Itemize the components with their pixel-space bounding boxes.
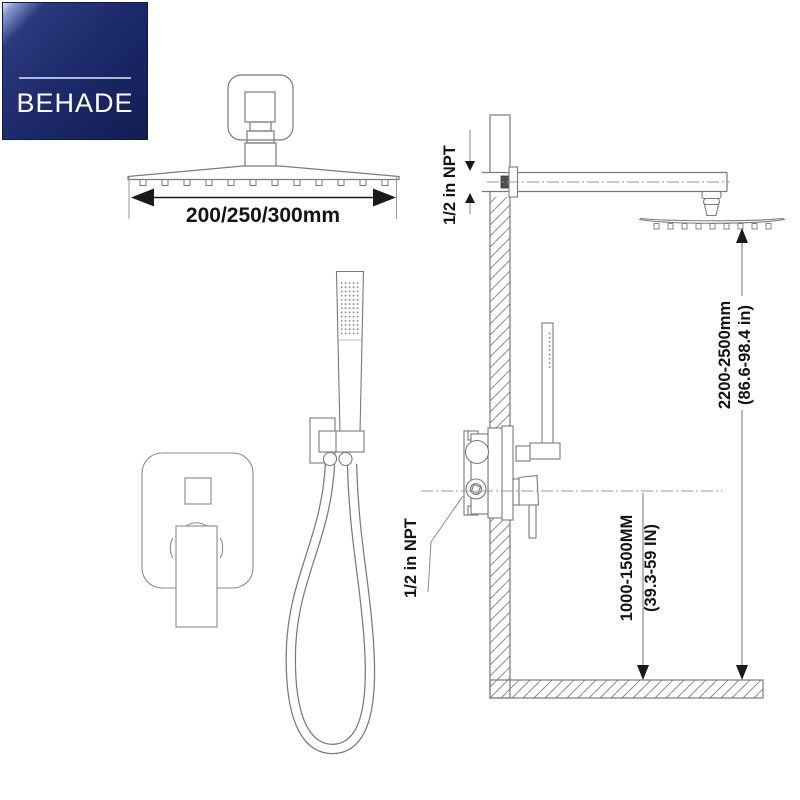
head-height-label-mm: 2200-2500mm [716,301,734,409]
hand-shower-holder [318,430,365,453]
valve-thread-callout: 1/2 in NPT [402,495,464,598]
arm-thread-label: 1/2 in NPT [441,145,459,225]
brand-logo: BEHADE [2,2,148,140]
diverter-button [184,477,212,505]
front-rain-shower-head [127,74,400,186]
side-handle-body [518,474,540,506]
logo-text: BEHADE [16,88,134,118]
handle-pivot-right [219,537,224,559]
hose-nut-right [338,451,353,467]
mixer-handle [175,525,218,628]
side-holder-bar [529,442,561,460]
handle-base [512,478,520,506]
mixer-valve-trim [141,452,254,628]
arrow-up-icon [465,193,475,203]
bracket-inner-square [244,91,276,123]
head-width-label: 200/250/300mm [186,204,340,227]
head-neck-upper [249,121,272,132]
side-rain-shower-head [638,217,786,230]
side-wand-spray-edge [548,331,551,369]
logo-divider-line [19,77,131,79]
valve-height-dimension: 1000-1500MM (39.3-59 IN) [618,493,660,680]
shower-arm [482,166,730,198]
valve-upper-port [464,439,490,465]
arrow-down-icon [637,665,649,680]
valve-thread-label: 1/2 in NPT [402,518,420,598]
side-holder-block [515,445,531,462]
side-handle-lever [528,504,537,539]
head-nozzles [139,179,389,186]
arm-thread-dimension: 1/2 in NPT [441,130,475,225]
head-width-dimension: 200/250/300mm [128,177,397,227]
floor-section [489,679,764,699]
arrow-up-icon [736,228,748,243]
wand-spray-face [341,281,360,336]
head-height-label-in: (86.6-98.4 in) [736,305,754,405]
ceiling-mount-bracket [227,74,294,141]
handle-pivot-left [169,537,174,559]
arrow-left-icon [131,188,154,207]
shower-hose [285,451,376,755]
wall-section [489,114,511,699]
valve-height-label-in: (39.3-59 IN) [642,524,660,612]
arrow-right-icon [373,188,396,207]
head-neck-lower [246,130,275,144]
hand-shower-side [515,322,561,462]
hand-shower-front [309,270,365,464]
valve-height-label-mm: 1000-1500MM [618,515,636,621]
handle-top-arc [185,522,208,527]
head-height-dimension: 2200-2500mm (86.6-98.4 in) [716,228,754,680]
side-head-nozzles [653,223,772,230]
hose-nut-left [322,451,338,467]
side-wand [541,322,554,445]
head-plate-profile [127,165,400,181]
valve-trim-plate [501,425,514,521]
arrow-down-icon [465,161,475,171]
side-head-ball-joint [701,190,722,217]
head-stem [244,142,277,168]
in-wall-valve-assembly [463,425,540,539]
arrow-down-icon [736,665,748,680]
